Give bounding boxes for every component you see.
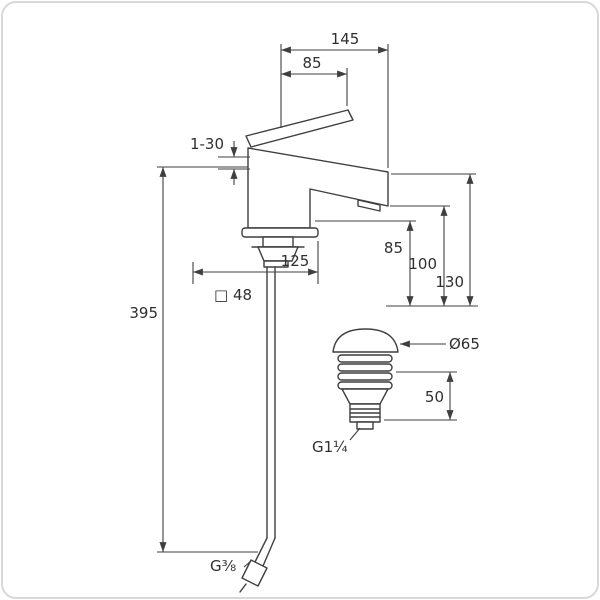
dimensions: 145 85 1-30 85 100 130 125 □ 48 395 bbox=[129, 30, 480, 575]
hose-line-right bbox=[262, 537, 276, 567]
waste-cone bbox=[341, 388, 389, 405]
waste-cap bbox=[332, 328, 399, 353]
dim-label-1-30: 1-30 bbox=[190, 135, 224, 153]
faucet-body-spout bbox=[247, 147, 389, 229]
popup-waste bbox=[332, 328, 399, 430]
dim-label-g114: G1¼ bbox=[312, 438, 348, 456]
waste-slot-ring bbox=[337, 381, 393, 390]
dim-leader-g114 bbox=[349, 427, 361, 441]
mounting-stub bbox=[263, 260, 289, 268]
dim-label-130: 130 bbox=[435, 273, 464, 291]
base-plate bbox=[241, 227, 319, 238]
faucet bbox=[239, 109, 389, 593]
dim-label-125: 125 bbox=[281, 252, 310, 270]
dim-label-dia65: Ø65 bbox=[449, 335, 480, 353]
dim-label-50: 50 bbox=[425, 388, 444, 406]
faucet-lever bbox=[245, 109, 354, 148]
dim-label-g38: G⅜ bbox=[210, 557, 236, 575]
dim-label-395: 395 bbox=[129, 304, 158, 322]
waste-slot-ring bbox=[337, 372, 393, 381]
mounting-shank bbox=[262, 236, 294, 248]
dim-label-145: 145 bbox=[331, 30, 360, 48]
hose-tail bbox=[239, 583, 247, 593]
mounting-nut bbox=[257, 246, 299, 262]
hose-line-left bbox=[254, 537, 268, 563]
waste-slot-ring bbox=[337, 363, 393, 372]
dim-label-85-right: 85 bbox=[384, 239, 403, 257]
waste-tail bbox=[356, 421, 374, 430]
dim-label-square-48: □ 48 bbox=[214, 286, 252, 304]
dim-label-85-top: 85 bbox=[302, 54, 321, 72]
dim-leader-g38 bbox=[243, 560, 252, 568]
hose-nut bbox=[241, 559, 268, 587]
waste-slot-ring bbox=[337, 354, 393, 363]
dim-label-100: 100 bbox=[408, 255, 437, 273]
spout-aerator bbox=[357, 199, 381, 212]
